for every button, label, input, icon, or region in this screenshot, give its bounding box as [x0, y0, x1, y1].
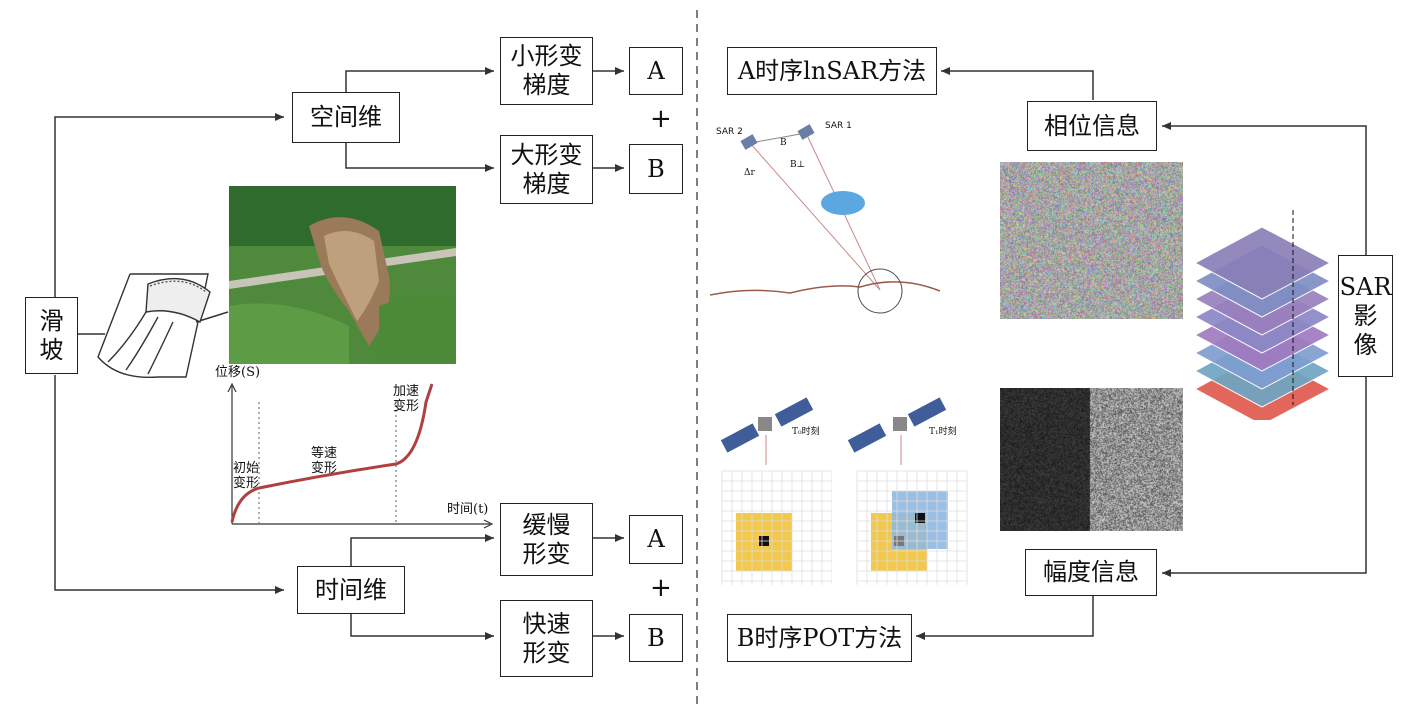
pot-grid-image-t1: [847, 397, 968, 585]
large-gradient-box: 大形变 梯度: [500, 135, 593, 204]
t0-label: T₀时刻: [792, 427, 820, 437]
label-a-spatial: A: [629, 47, 683, 95]
spatial-dimension-box: 空间维: [292, 92, 400, 143]
displacement-curve-line: [230, 383, 434, 523]
delta-r-label: Δr: [744, 168, 755, 178]
baseline-label: B: [780, 138, 787, 148]
label-b-spatial: B: [629, 144, 683, 194]
phase-info-box: 相位信息: [1027, 101, 1157, 151]
plus-sign-spatial: +: [650, 104, 672, 134]
small-gradient-box: 小形变 梯度: [500, 37, 593, 105]
x-axis-label: 时间(t): [447, 502, 489, 517]
temporal-dimension-box: 时间维: [297, 566, 405, 614]
sar2-label: SAR 2: [716, 127, 743, 137]
label-a-temporal: A: [629, 515, 683, 564]
landslide-box: 滑 坡: [25, 297, 78, 374]
displacement-time-curve: [227, 382, 494, 529]
sar-stack-layer: [1193, 226, 1332, 300]
amplitude-info-box: 幅度信息: [1025, 549, 1157, 596]
label-b-temporal: B: [629, 614, 683, 662]
t1-label: T₁时刻: [929, 427, 957, 437]
pot-grid-image-t0: [720, 397, 832, 585]
insar-geometry-image: [710, 124, 941, 314]
stage-constant-label: 等速 变形: [311, 446, 338, 476]
stage-initial-label: 初始 变形: [233, 461, 260, 491]
sar-stack-image: [1193, 210, 1332, 420]
sar-image-box: SAR影 像: [1338, 255, 1393, 377]
slope-sketch-image: [97, 273, 211, 379]
amplitude-image: [1000, 388, 1183, 531]
plus-sign-temporal: +: [650, 573, 672, 603]
fast-deformation-box: 快速 形变: [500, 600, 593, 677]
insar-method-box: A时序lnSAR方法: [727, 47, 937, 95]
y-axis-label: 位移(S): [215, 365, 261, 380]
sar1-label: SAR 1: [825, 121, 852, 131]
pot-method-box: B时序POT方法: [727, 614, 912, 662]
perp-baseline-label: B⊥: [790, 160, 806, 170]
stage-accelerate-label: 加速 变形: [393, 384, 420, 414]
landslide-photo-image: [229, 186, 456, 364]
phase-noise-image: [1000, 162, 1183, 319]
slow-deformation-box: 缓慢 形变: [500, 503, 593, 576]
